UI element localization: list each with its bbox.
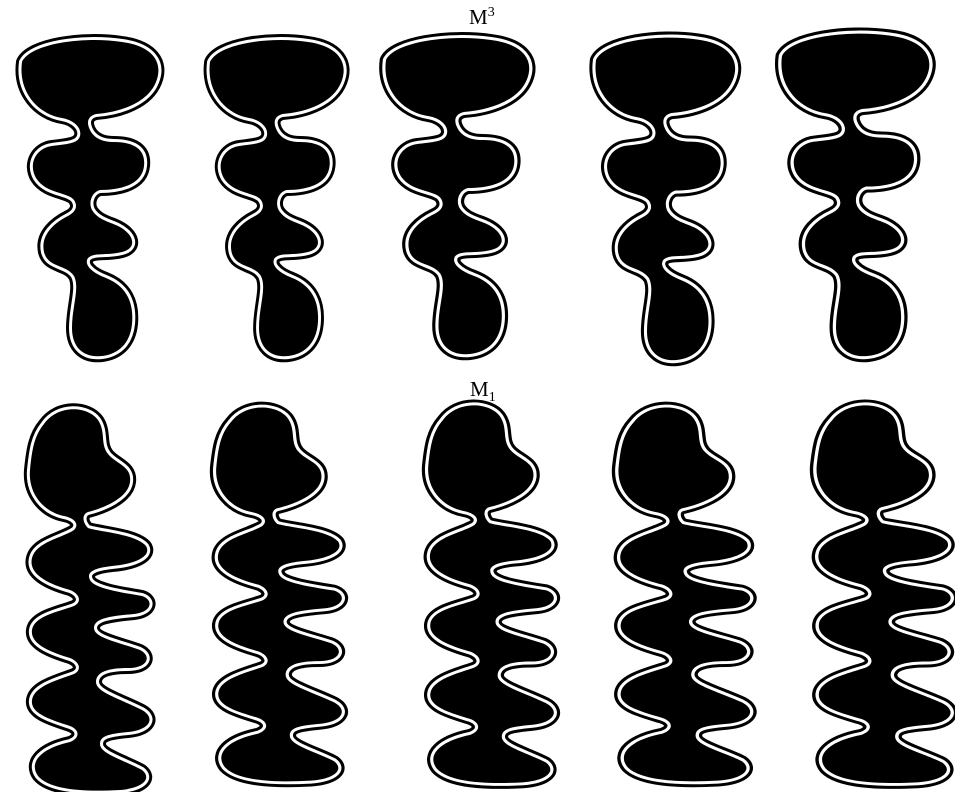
m1-specimen-4 [618, 408, 750, 782]
m3-specimen-3 [385, 38, 529, 354]
m3-specimen-1 [21, 40, 158, 356]
m1-specimen-1 [30, 409, 150, 790]
m1-specimen-5 [817, 405, 951, 783]
m3-specimen-5 [781, 34, 929, 357]
m3-specimen-4 [595, 38, 735, 361]
m1-specimen-2 [216, 408, 342, 782]
m1-specimen-3 [428, 405, 554, 783]
m3-specimen-2 [209, 40, 343, 356]
